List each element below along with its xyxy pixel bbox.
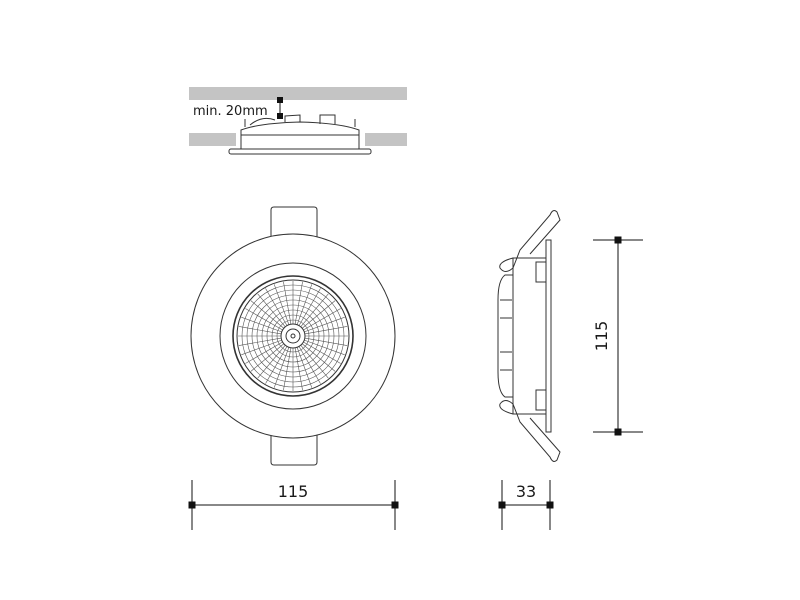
reflector-rib <box>238 337 282 346</box>
ceiling-panel-right <box>365 133 407 146</box>
ceiling-panel-left <box>189 133 236 146</box>
side-view <box>497 210 561 462</box>
reflector-rib <box>283 281 292 325</box>
reflector-rib <box>304 326 348 335</box>
reflector-rib <box>265 288 288 326</box>
reflector-rib <box>303 341 341 364</box>
min-clearance-label: min. 20mm <box>193 104 268 119</box>
reflector-rib <box>265 346 288 384</box>
reflector-rib <box>283 347 292 391</box>
spring-tab-bottom <box>270 432 318 466</box>
side-flange <box>545 239 552 433</box>
reflector-rib <box>294 347 303 391</box>
reflector-rib <box>296 284 313 325</box>
reflector-rib <box>301 343 336 372</box>
installation-section-view <box>189 87 407 155</box>
spring-tab-top <box>270 206 318 240</box>
reflector-rib <box>250 343 285 372</box>
reflector-rib <box>298 346 321 384</box>
reflector-rib <box>301 300 336 329</box>
reflector-rib <box>238 326 282 335</box>
reflector-rib <box>300 344 329 379</box>
spring-clip-top <box>499 210 561 272</box>
depth-label: 33 <box>516 482 536 501</box>
dimension-height <box>593 236 643 436</box>
reflector-rib <box>303 308 341 331</box>
reflector-rib <box>241 316 282 333</box>
dimension-marker <box>277 97 283 103</box>
reflector-rib <box>304 337 348 346</box>
front-view <box>190 206 396 466</box>
side-lens <box>497 274 514 398</box>
dimension-marker <box>277 113 283 119</box>
reflector-rib <box>298 288 321 326</box>
reflector-rib <box>245 308 283 331</box>
side-body <box>512 257 547 415</box>
height-label: 115 <box>592 321 611 352</box>
reflector-rib <box>241 339 282 356</box>
reflector-rib <box>304 316 345 333</box>
reflector-rib <box>250 300 285 329</box>
spring-clip-bottom <box>499 400 561 462</box>
led-center-ring <box>280 323 306 349</box>
ceiling-slab-upper <box>189 87 407 100</box>
reflector-rib <box>294 281 303 325</box>
reflector-rib <box>273 347 290 388</box>
reflector-rib <box>300 293 329 328</box>
reflector-rib <box>304 339 345 356</box>
reflector-rib <box>245 341 283 364</box>
diameter-label: 115 <box>278 482 309 501</box>
dimension-diameter <box>188 480 399 530</box>
dimension-depth <box>498 480 554 530</box>
reflector-rib <box>296 347 313 388</box>
reflector-rib <box>257 293 286 328</box>
reflector-rib <box>257 344 286 379</box>
fixture-flange <box>228 148 372 155</box>
reflector-rib <box>273 284 290 325</box>
reflector-grid <box>238 281 348 391</box>
